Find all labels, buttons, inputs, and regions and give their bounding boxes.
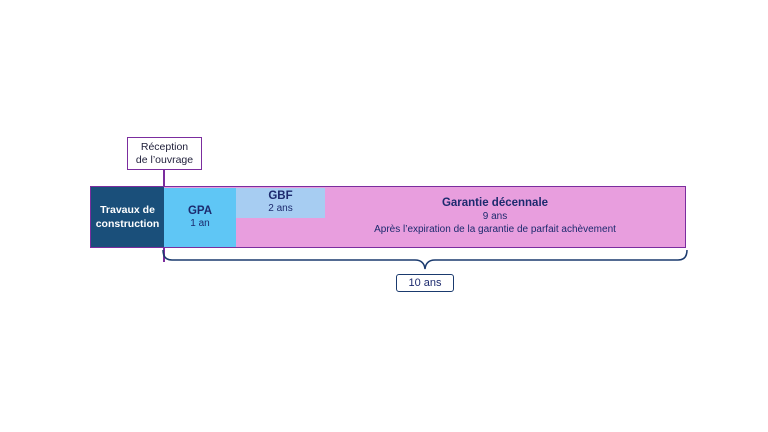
reception-callout: Réception de l’ouvrage (127, 137, 202, 170)
gbf-duration: 2 ans (268, 203, 293, 214)
construction-label-line2: construction (95, 218, 160, 230)
decennale-text: Garantie décennale 9 ans Après l’expirat… (325, 196, 665, 244)
gbf-segment: GBF 2 ans (236, 187, 325, 218)
reception-label-line2: de l’ouvrage (135, 153, 194, 166)
reception-label-line1: Réception (140, 140, 189, 153)
gpa-duration: 1 an (190, 217, 210, 229)
total-duration-brace (162, 249, 688, 270)
decennale-title: Garantie décennale (441, 197, 549, 209)
gbf-title: GBF (268, 190, 293, 202)
total-duration-label: 10 ans (396, 274, 454, 292)
gpa-title: GPA (187, 204, 213, 217)
decennale-note: Après l’expiration de la garantie de par… (374, 224, 616, 235)
decennale-duration: 9 ans (482, 211, 508, 222)
construction-label-line1: Travaux de (100, 204, 155, 216)
gpa-segment: GPA 1 an (164, 187, 236, 247)
construction-block: Travaux de construction (90, 186, 164, 248)
